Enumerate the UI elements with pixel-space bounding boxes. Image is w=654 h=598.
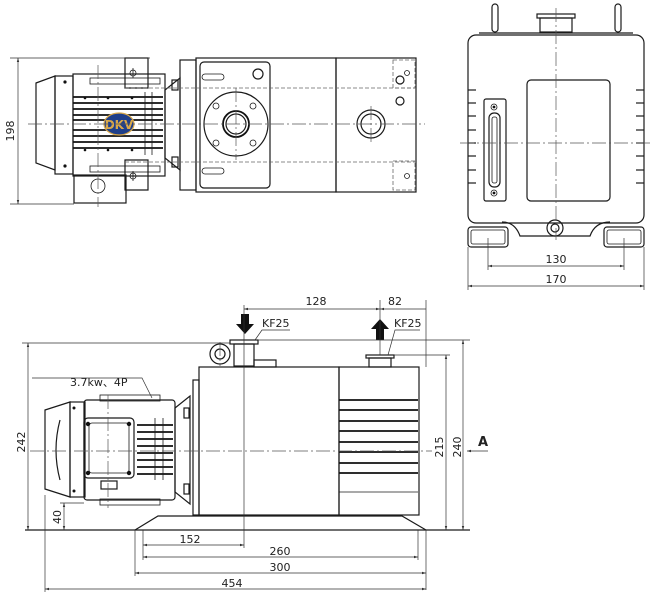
dim-40: 40 [51,510,64,524]
motor-fins [73,92,163,155]
terminal-box [73,174,127,204]
dim-128: 128 [306,295,327,308]
side-pump-body [198,366,340,516]
side-view: KF25 KF25 3.7kw、4P 128 82 215 240 A 242 [15,295,488,592]
end-view: 130 170 [460,3,652,290]
base-plate [134,515,427,531]
dim-454: 454 [222,577,243,590]
dim-152: 152 [180,533,201,546]
side-motor-body [83,399,176,501]
dim-130: 130 [546,253,567,266]
dim-240: 240 [451,437,464,458]
fan-cover [35,75,56,171]
oil-sight-glass [483,98,507,202]
dim-198: 198 [4,121,17,142]
dim-242: 242 [15,432,28,453]
terminal-box-side [83,417,135,479]
pump-fins [339,399,418,493]
logo-text: DKV [105,118,134,132]
dim-170: 170 [546,273,567,286]
dim-260: 260 [270,545,291,558]
motor-label: 3.7kw、4P [70,376,128,389]
pump-body [195,57,337,193]
inlet-label: KF25 [262,317,290,330]
outlet-label: KF25 [394,317,422,330]
dim-82: 82 [388,295,402,308]
drain-plug [546,219,564,237]
dim-215: 215 [433,437,446,458]
view-marker-a: A [478,435,488,450]
side-motor-fins [137,418,173,480]
name-plate [526,79,611,202]
top-view: DKV [4,57,425,207]
inlet-arrow-icon [236,314,254,334]
motor-end-bell [54,75,74,175]
dim-300: 300 [270,561,291,574]
